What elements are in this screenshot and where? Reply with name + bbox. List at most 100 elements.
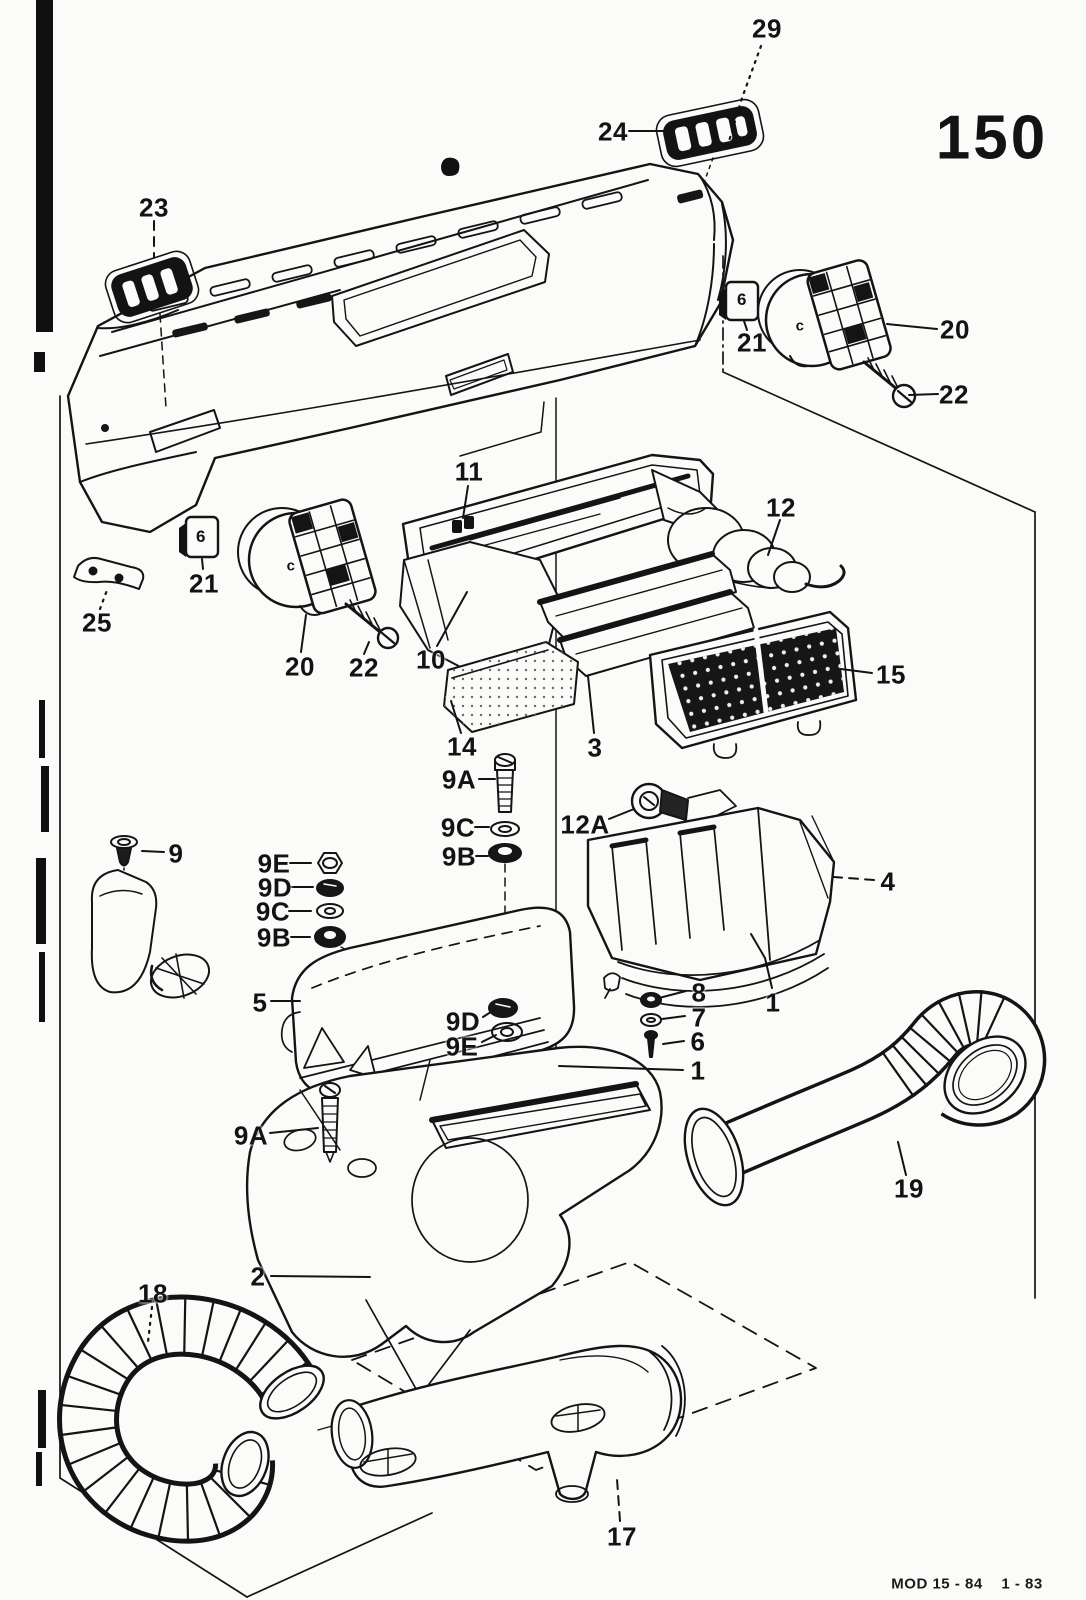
part-label-n22r: 22 bbox=[939, 379, 969, 410]
hose-rib bbox=[908, 1026, 952, 1064]
leader-line-n9d2 bbox=[482, 1009, 495, 1018]
part-label-n12a: 12A bbox=[560, 809, 610, 840]
hose-rib bbox=[881, 1050, 915, 1098]
leader-line-n14 bbox=[450, 700, 462, 734]
leader-line-n22r bbox=[908, 393, 939, 396]
vent-grille-24 bbox=[655, 98, 765, 168]
part-label-g6r: 6 bbox=[737, 290, 747, 309]
part-label-n20r: 20 bbox=[940, 314, 970, 345]
hose-rib bbox=[937, 999, 966, 1050]
leader-line-n7 bbox=[661, 1015, 686, 1020]
round-vent-right bbox=[757, 259, 892, 371]
leader-line-n29 bbox=[725, 44, 763, 150]
leader-line-n9a2 bbox=[269, 1127, 319, 1134]
part-label-n9d: 9D bbox=[257, 872, 293, 903]
vent-grille-15 bbox=[648, 610, 858, 759]
dashboard-panel bbox=[66, 157, 735, 534]
hose-rib bbox=[957, 991, 972, 1047]
duct-17 bbox=[330, 1344, 686, 1503]
leader-line-n20l bbox=[300, 614, 307, 653]
screw-right bbox=[862, 357, 917, 409]
hose-rib bbox=[59, 1426, 118, 1437]
hose-rib bbox=[79, 1348, 130, 1381]
leader-line-n2 bbox=[270, 1275, 371, 1278]
hose-rib bbox=[899, 1035, 941, 1076]
leader-line-n9e2 bbox=[481, 1034, 497, 1043]
hose-rib bbox=[975, 990, 983, 1047]
clip-29-target bbox=[441, 157, 460, 176]
leader-line-n8 bbox=[658, 990, 687, 999]
leader-line-n1r bbox=[750, 933, 773, 989]
nut-stack-9e-9d-9c-9b bbox=[314, 852, 346, 948]
part-label-n10: 10 bbox=[416, 644, 446, 675]
leader-line-n19 bbox=[897, 1141, 907, 1176]
fastener-9 bbox=[110, 835, 138, 867]
leader-line-n15 bbox=[840, 668, 873, 674]
knob-12a bbox=[630, 782, 737, 825]
filter-3 bbox=[537, 551, 755, 677]
hose-rib bbox=[199, 1481, 221, 1537]
nut-9b-upper bbox=[488, 843, 522, 863]
leader-line-n12a bbox=[608, 808, 635, 820]
part-label-cr: c bbox=[795, 317, 805, 335]
part-label-n24: 24 bbox=[598, 116, 628, 147]
part-label-n9d2: 9D bbox=[445, 1006, 481, 1037]
leader-line-n3 bbox=[587, 675, 595, 734]
part-label-n6: 6 bbox=[690, 1026, 706, 1057]
footer-code: MOD 15 - 84 1 - 83 bbox=[891, 1575, 1043, 1593]
hose-rib bbox=[209, 1476, 252, 1519]
hose-rib bbox=[126, 1308, 153, 1361]
side-outlet-duct bbox=[90, 869, 211, 999]
hose-rib bbox=[201, 1300, 215, 1358]
leader-line-n25 bbox=[98, 588, 109, 611]
hose-rib bbox=[104, 1467, 141, 1514]
hose-rib bbox=[890, 1043, 929, 1087]
part-label-n7: 7 bbox=[691, 1002, 707, 1033]
bolt-9a-upper bbox=[494, 753, 516, 813]
page-number: 150 bbox=[935, 103, 1049, 173]
part-label-n22l: 22 bbox=[349, 652, 379, 683]
part-label-n19: 19 bbox=[894, 1173, 924, 1204]
part-label-n17: 17 bbox=[607, 1521, 637, 1552]
part-label-n18: 18 bbox=[138, 1278, 168, 1309]
part-label-n8: 8 bbox=[691, 977, 707, 1008]
leader-line-n21r bbox=[743, 320, 748, 331]
part-label-n9a1: 9A bbox=[441, 764, 477, 795]
hose-rib bbox=[157, 1481, 172, 1539]
part-label-n2: 2 bbox=[250, 1261, 266, 1292]
part-label-n21r: 21 bbox=[737, 327, 767, 358]
screw-left bbox=[344, 599, 400, 650]
leader-lines bbox=[98, 44, 939, 1522]
leader-line-n11 bbox=[462, 485, 469, 519]
lower-9d-9e bbox=[488, 998, 523, 1042]
hose-rib bbox=[59, 1403, 118, 1413]
defroster-slots bbox=[147, 189, 704, 338]
part-label-cl: c bbox=[286, 557, 296, 575]
hose-rib bbox=[100, 1324, 140, 1370]
clip-plate-left bbox=[179, 515, 220, 559]
clip-plate-right bbox=[719, 280, 760, 322]
hose-rib bbox=[155, 1298, 169, 1357]
part-label-n4: 4 bbox=[880, 866, 896, 897]
part-label-n1r: 1 bbox=[765, 987, 781, 1018]
part-label-n5: 5 bbox=[252, 987, 268, 1018]
bolt-9a-lower bbox=[319, 1082, 341, 1163]
hose-rib bbox=[82, 1455, 130, 1493]
housing-2 bbox=[246, 1045, 663, 1397]
hose-rib bbox=[248, 1339, 290, 1383]
hose-rib bbox=[67, 1441, 122, 1466]
hose-19 bbox=[683, 990, 1047, 1207]
leader-line-n17 bbox=[616, 1478, 621, 1522]
part-label-n25: 25 bbox=[82, 607, 112, 638]
washer-9c-upper bbox=[490, 821, 520, 837]
part-label-n29: 29 bbox=[752, 13, 782, 44]
part-label-n9a2: 9A bbox=[233, 1120, 269, 1151]
part-label-n9e2: 9E bbox=[445, 1031, 479, 1062]
part-label-n12: 12 bbox=[766, 492, 796, 523]
heater-box-4 bbox=[586, 806, 836, 1008]
part-label-g6l: 6 bbox=[196, 527, 206, 546]
hose-rib bbox=[234, 1321, 267, 1372]
hose-rib bbox=[218, 1308, 242, 1363]
